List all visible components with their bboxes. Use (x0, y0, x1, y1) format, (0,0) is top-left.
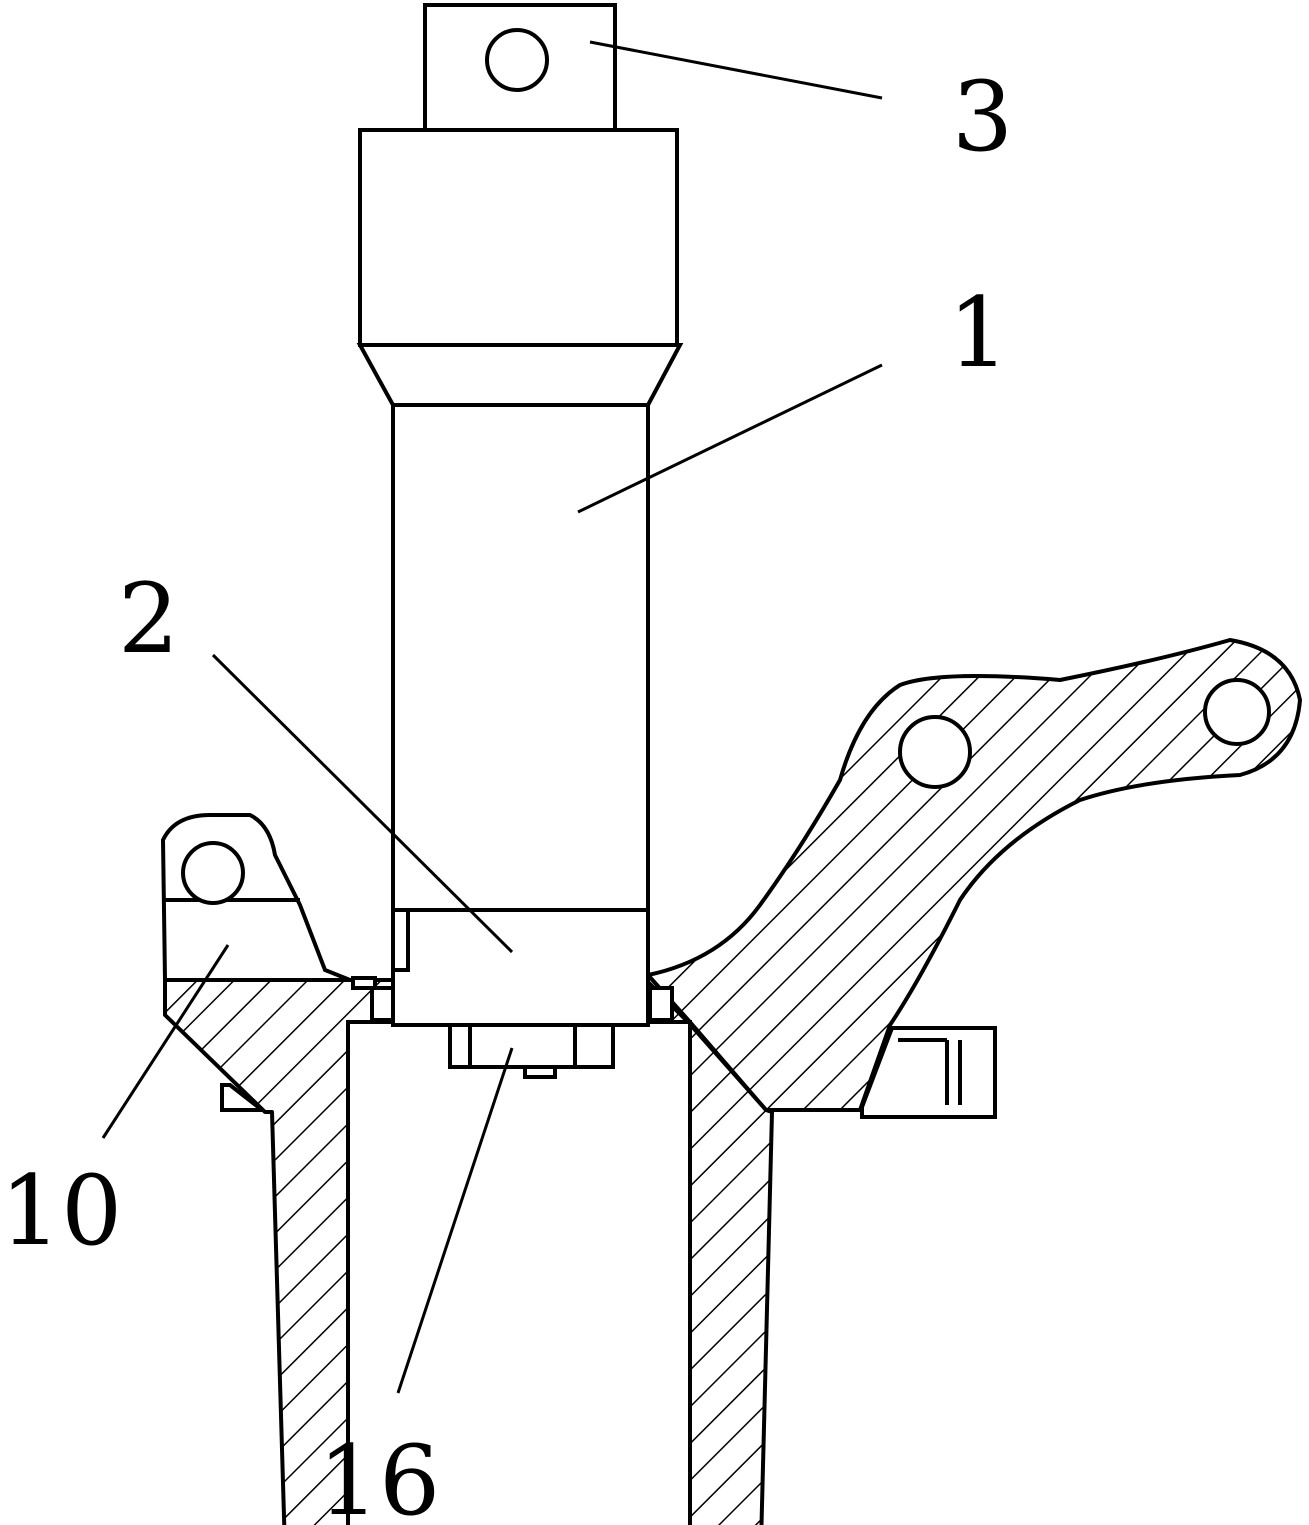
seal-rings (351, 976, 674, 1022)
label-part-1: 1 (948, 277, 1009, 389)
label-part-3: 3 (952, 61, 1013, 173)
label-part-10: 10 (0, 1155, 122, 1267)
label-part-2: 2 (118, 563, 179, 675)
left-mount-ear (160, 813, 351, 982)
knuckle-body (163, 978, 774, 1525)
top-clevis (423, 3, 617, 132)
leader-2 (211, 653, 514, 954)
leader-16 (396, 1047, 514, 1394)
leader-3 (589, 40, 883, 100)
arm-hole-right (1203, 678, 1271, 746)
arm-hole-left (898, 715, 972, 789)
actuator-lower-body (391, 908, 650, 1027)
ear-hole (181, 841, 245, 905)
leader-1 (577, 363, 883, 514)
actuator-cylinder (356, 128, 684, 912)
bottom-fitting (448, 1023, 615, 1079)
clevis-hole (485, 28, 549, 92)
steering-arm (646, 638, 1302, 1112)
inner-bore (346, 1020, 692, 1525)
leader-10 (101, 944, 230, 1139)
label-part-16: 16 (318, 1425, 440, 1525)
side-bracket (860, 1026, 997, 1119)
leader-lines (101, 40, 883, 1394)
